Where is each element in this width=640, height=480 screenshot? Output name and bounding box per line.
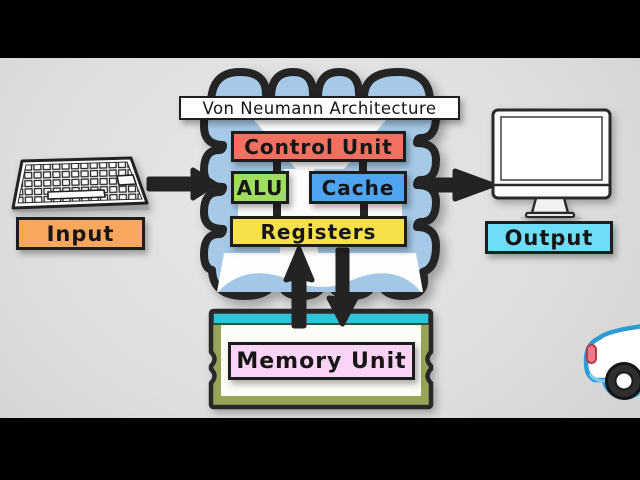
keyboard-enter-key	[116, 174, 138, 186]
monitor-screen	[500, 116, 603, 181]
monitor-icon	[491, 108, 612, 221]
monitor-base	[524, 211, 576, 219]
memory-to-cpu-arrow	[283, 246, 315, 329]
monitor-stand	[530, 196, 570, 215]
cache-box: Cache	[309, 171, 407, 204]
car-rocker	[588, 373, 607, 383]
letterbox-top-bar	[0, 0, 640, 58]
memory-unit-shape	[208, 308, 434, 410]
keyboard-spacebar	[47, 189, 106, 200]
letterbox-bottom-bar	[0, 418, 640, 480]
cpu-blob-wave	[218, 273, 421, 292]
control-unit-box: Control Unit	[231, 131, 406, 162]
input-to-cpu-arrow	[146, 167, 218, 201]
alu-box: ALU	[231, 171, 289, 204]
car-taillight	[586, 344, 597, 364]
memory-unit-label-box: Memory Unit	[228, 342, 415, 380]
cpu-blob-highlight-band	[238, 203, 402, 216]
input-label-box: Input	[16, 217, 145, 250]
bus-connector	[273, 202, 281, 219]
output-label-box: Output	[485, 221, 613, 254]
car-icon	[583, 324, 640, 400]
bus-connector	[360, 202, 368, 219]
data-flow-arrows	[146, 167, 496, 329]
diagram-title: Von Neumann Architecture	[179, 96, 460, 120]
cpu-to-output-arrow	[428, 168, 496, 202]
memory-ticket-strip	[212, 312, 430, 325]
bus-connector	[273, 156, 281, 174]
bus-connector	[359, 156, 367, 174]
keyboard-icon	[11, 156, 150, 212]
cpu-to-memory-arrow	[326, 247, 359, 327]
registers-box: Registers	[230, 216, 407, 247]
car-hubcap	[614, 371, 634, 391]
